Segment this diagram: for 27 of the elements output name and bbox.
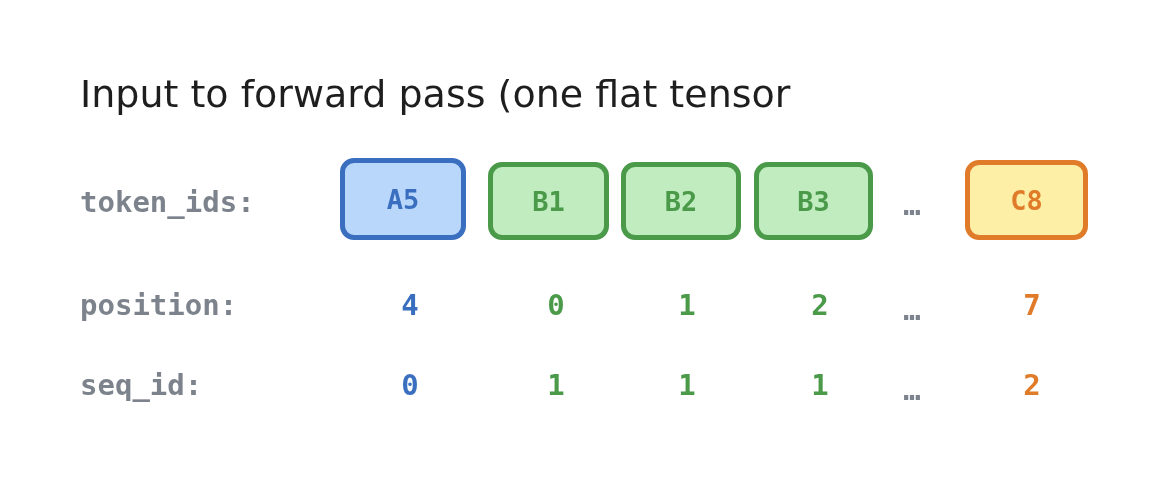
token-label: A5: [386, 183, 420, 215]
value-label: …: [903, 373, 921, 407]
token-label: B1: [532, 185, 565, 217]
value-label: 1: [811, 368, 829, 402]
token-box: [965, 160, 1088, 240]
value-label: 1: [678, 288, 696, 322]
row-label: token_ids:: [80, 185, 255, 219]
value-label: 0: [547, 288, 565, 322]
token-box: [754, 162, 873, 240]
title: Input to forward pass (one flat tensor: [80, 72, 791, 116]
token-label: B2: [664, 185, 698, 217]
token-box: [340, 158, 466, 240]
value-label: 2: [811, 288, 829, 322]
value-label: …: [903, 188, 921, 222]
token-label: C8: [1010, 184, 1043, 216]
value-label: 2: [1023, 368, 1041, 402]
value-label: 1: [678, 368, 696, 402]
row-label: position:: [80, 288, 238, 322]
value-label: 4: [401, 288, 419, 322]
row-label: seq_id:: [80, 368, 203, 402]
token-box: [621, 162, 741, 240]
value-label: 1: [547, 368, 565, 402]
token-label: B3: [797, 185, 830, 217]
value-label: …: [903, 293, 921, 327]
value-label: 0: [401, 368, 419, 402]
token-box: [488, 162, 609, 240]
value-label: 7: [1023, 288, 1041, 322]
